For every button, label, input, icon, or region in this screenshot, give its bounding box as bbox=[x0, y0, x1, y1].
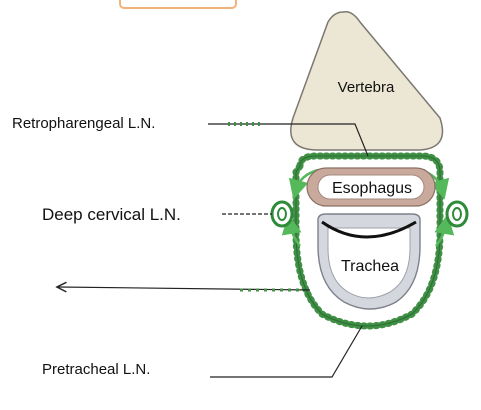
deep-cervical-node-right bbox=[447, 202, 467, 226]
retropharyngeal-label: Retropharengeal L.N. bbox=[12, 115, 155, 132]
esophagus-label: Esophagus bbox=[332, 180, 412, 197]
deep-cervical-node-left bbox=[272, 202, 292, 226]
trachea-label: Trachea bbox=[341, 258, 399, 275]
pretracheal-leader-line bbox=[210, 326, 362, 377]
pretracheal-label: Pretracheal L.N. bbox=[42, 361, 150, 378]
deep-cervical-label: Deep cervical L.N. bbox=[42, 205, 181, 224]
top-tab-cropped bbox=[120, 0, 236, 8]
vertebra-label: Vertebra bbox=[338, 79, 395, 96]
